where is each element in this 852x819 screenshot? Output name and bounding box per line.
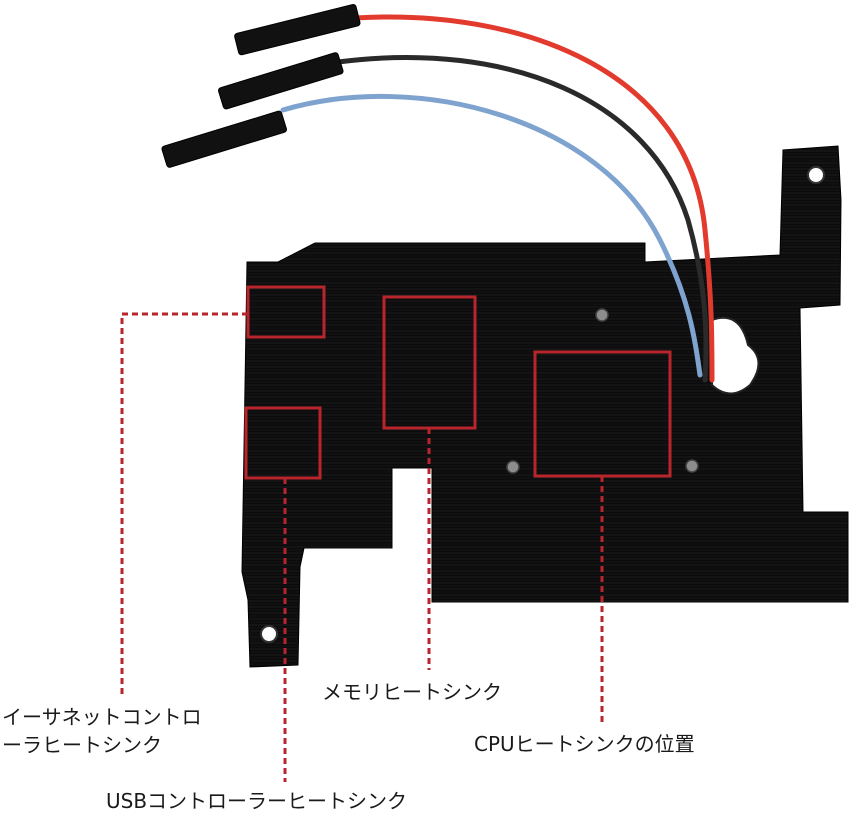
wire-red — [352, 14, 715, 383]
wire-blue — [280, 93, 703, 378]
wire-black — [335, 55, 709, 383]
callout-lines — [120, 312, 604, 782]
connector-black — [218, 52, 344, 110]
cpu-heatsink-label: CPUヒートシンクの位置 — [474, 732, 695, 756]
ethernet-label-line1: イーサネットコントロ — [2, 705, 202, 729]
screw — [595, 308, 609, 322]
screw — [685, 459, 699, 473]
ethernet-heatsink-box — [246, 285, 326, 339]
connector-blue — [161, 110, 287, 168]
ethernet-callout-line — [120, 312, 248, 698]
cable-notch — [711, 316, 760, 395]
connector-red — [234, 3, 361, 56]
usb-heatsink-box — [244, 406, 322, 480]
ethernet-label-line2: ーラヒートシンク — [2, 733, 162, 757]
fan-wires — [280, 14, 715, 383]
mount-hole — [260, 625, 278, 643]
memory-heatsink-label: メモリヒートシンク — [322, 680, 502, 704]
usb-heatsink-label: USBコントローラーヒートシンク — [106, 789, 408, 813]
ethernet-heatsink-label: イーサネットコントロ ーラヒートシンク — [2, 703, 202, 759]
connectors — [161, 3, 361, 168]
screw — [506, 460, 520, 474]
mount-hole — [807, 166, 825, 184]
heatsink-plate — [241, 145, 849, 668]
